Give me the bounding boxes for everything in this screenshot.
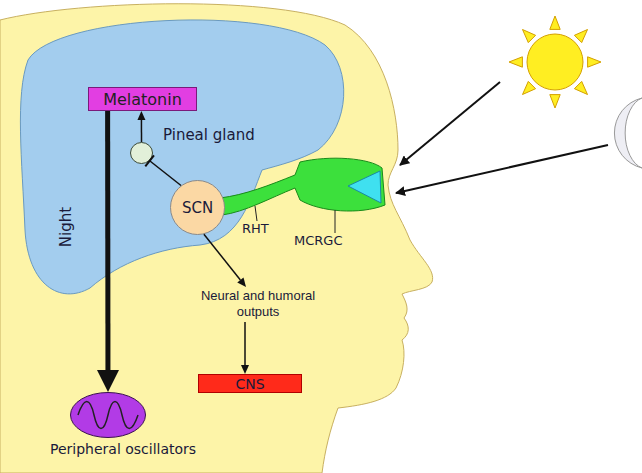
- node-text-holder: CNS: [198, 374, 302, 393]
- inhibition-bar: [145, 155, 154, 166]
- arrow-head: [137, 111, 145, 120]
- light-arrow: [400, 82, 500, 165]
- head-profile: [0, 4, 433, 473]
- node-text-holder: SCN: [170, 180, 225, 235]
- cell-label: MCRGC: [294, 233, 342, 248]
- retina-cells: [348, 171, 381, 203]
- connector-arrow: [97, 111, 119, 392]
- leader-line: [255, 206, 257, 221]
- arrow-head: [97, 370, 119, 392]
- connector-line: [105, 111, 110, 370]
- retinohypothalamic-tract: [220, 158, 385, 215]
- scn-nucleus: SCN: [170, 180, 225, 235]
- moon-symbol: [614, 98, 642, 168]
- tract-label: RHT: [242, 221, 269, 236]
- connector-line: [244, 322, 246, 365]
- connector-arrow: [204, 234, 249, 374]
- arrow-head: [241, 365, 249, 374]
- brain-region: [20, 20, 343, 294]
- node-text: CNS: [235, 376, 264, 392]
- hormone-box: Melatonin: [88, 87, 197, 111]
- connector-line: [204, 234, 240, 280]
- peripheral-oscillator: Peripheral oscillators: [70, 392, 146, 438]
- node-text: SCN: [182, 199, 213, 217]
- sun-symbol: [509, 16, 601, 108]
- connector-arrow: [145, 155, 181, 185]
- oscillation-wave: [78, 402, 138, 429]
- node-text: Pineal gland: [163, 126, 255, 144]
- time-label: Night: [57, 201, 75, 253]
- node-text: Peripheral oscillators: [50, 441, 196, 457]
- cns-box: CNS: [198, 374, 302, 393]
- edge-label: Neural and humoral outputs: [190, 288, 326, 320]
- node-text-holder: Melatonin: [88, 87, 197, 111]
- connector-arrow: [137, 111, 145, 142]
- node-text: Melatonin: [103, 90, 182, 109]
- connector-line: [150, 161, 181, 186]
- node-outline: [70, 392, 146, 438]
- arrow-head: [237, 277, 246, 287]
- light-arrow: [396, 145, 608, 193]
- connector-line: [141, 120, 143, 142]
- leader-line: [335, 210, 336, 233]
